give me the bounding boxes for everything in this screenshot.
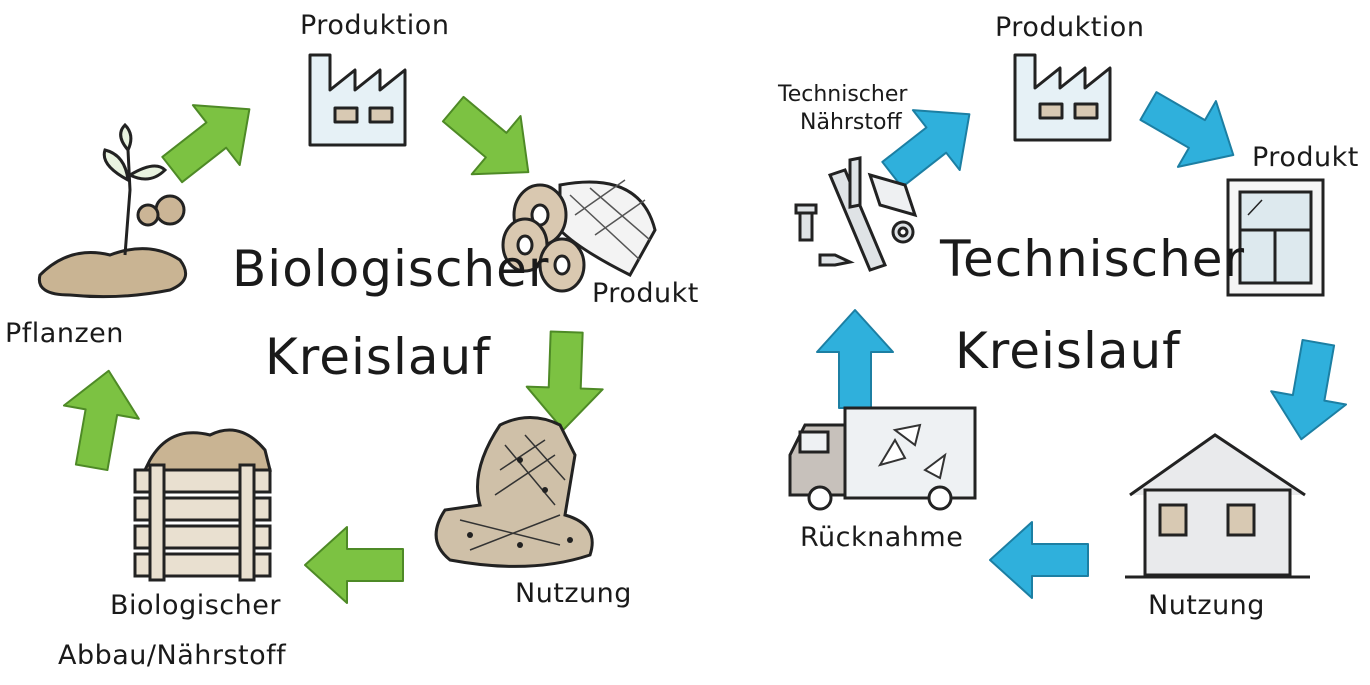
bio-arrow-plant-to-production <box>147 78 274 201</box>
tech-arrow-production-to-product <box>1128 72 1254 189</box>
tech-arrow-product-to-usage <box>1262 335 1357 447</box>
tech-nutrient-label-line1: Technischer <box>778 82 908 107</box>
tech-takeback-label: Rücknahme <box>800 522 964 553</box>
bio-arrow-production-to-product <box>427 79 554 203</box>
recycling-truck-icon <box>788 406 977 511</box>
bio-arrow-product-to-usage <box>524 329 606 433</box>
car-seat-icon <box>434 416 594 568</box>
tech-title-line2: Kreislauf <box>955 322 1181 380</box>
bio-decomposition-label-line2: Abbau/Nährstoff <box>58 640 287 671</box>
plant-icon <box>37 122 188 299</box>
tech-arrow-takeback-to-nutrient <box>816 309 894 409</box>
bio-usage-label: Nutzung <box>515 578 632 609</box>
bio-production-label: Produktion <box>300 10 450 41</box>
factory-icon <box>308 53 407 147</box>
bio-title-line2: Kreislauf <box>265 328 491 386</box>
tech-arrow-usage-to-takeback <box>989 521 1089 599</box>
tech-production-label: Produktion <box>995 12 1145 43</box>
tech-nutrient-label-line2: Nährstoff <box>800 110 902 135</box>
bio-arrow-decomposition-to-plant <box>53 363 148 475</box>
bio-product-label: Produkt <box>592 278 699 309</box>
fabric-rolls-icon <box>501 179 657 293</box>
house-icon <box>1125 433 1310 579</box>
tech-usage-label: Nutzung <box>1148 590 1265 621</box>
tech-title-line1: Technischer <box>940 230 1246 288</box>
tech-product-label: Produkt <box>1252 142 1359 173</box>
bio-title-line1: Biologischer <box>232 240 550 298</box>
window-icon <box>1226 178 1325 297</box>
bio-plants-label: Pflanzen <box>5 318 124 349</box>
factory-icon <box>1013 53 1112 142</box>
compost-crate-icon <box>133 428 272 582</box>
metal-parts-icon <box>794 156 918 272</box>
bio-decomposition-label-line1: Biologischer <box>110 590 281 621</box>
bio-arrow-usage-to-decomposition <box>304 526 404 604</box>
